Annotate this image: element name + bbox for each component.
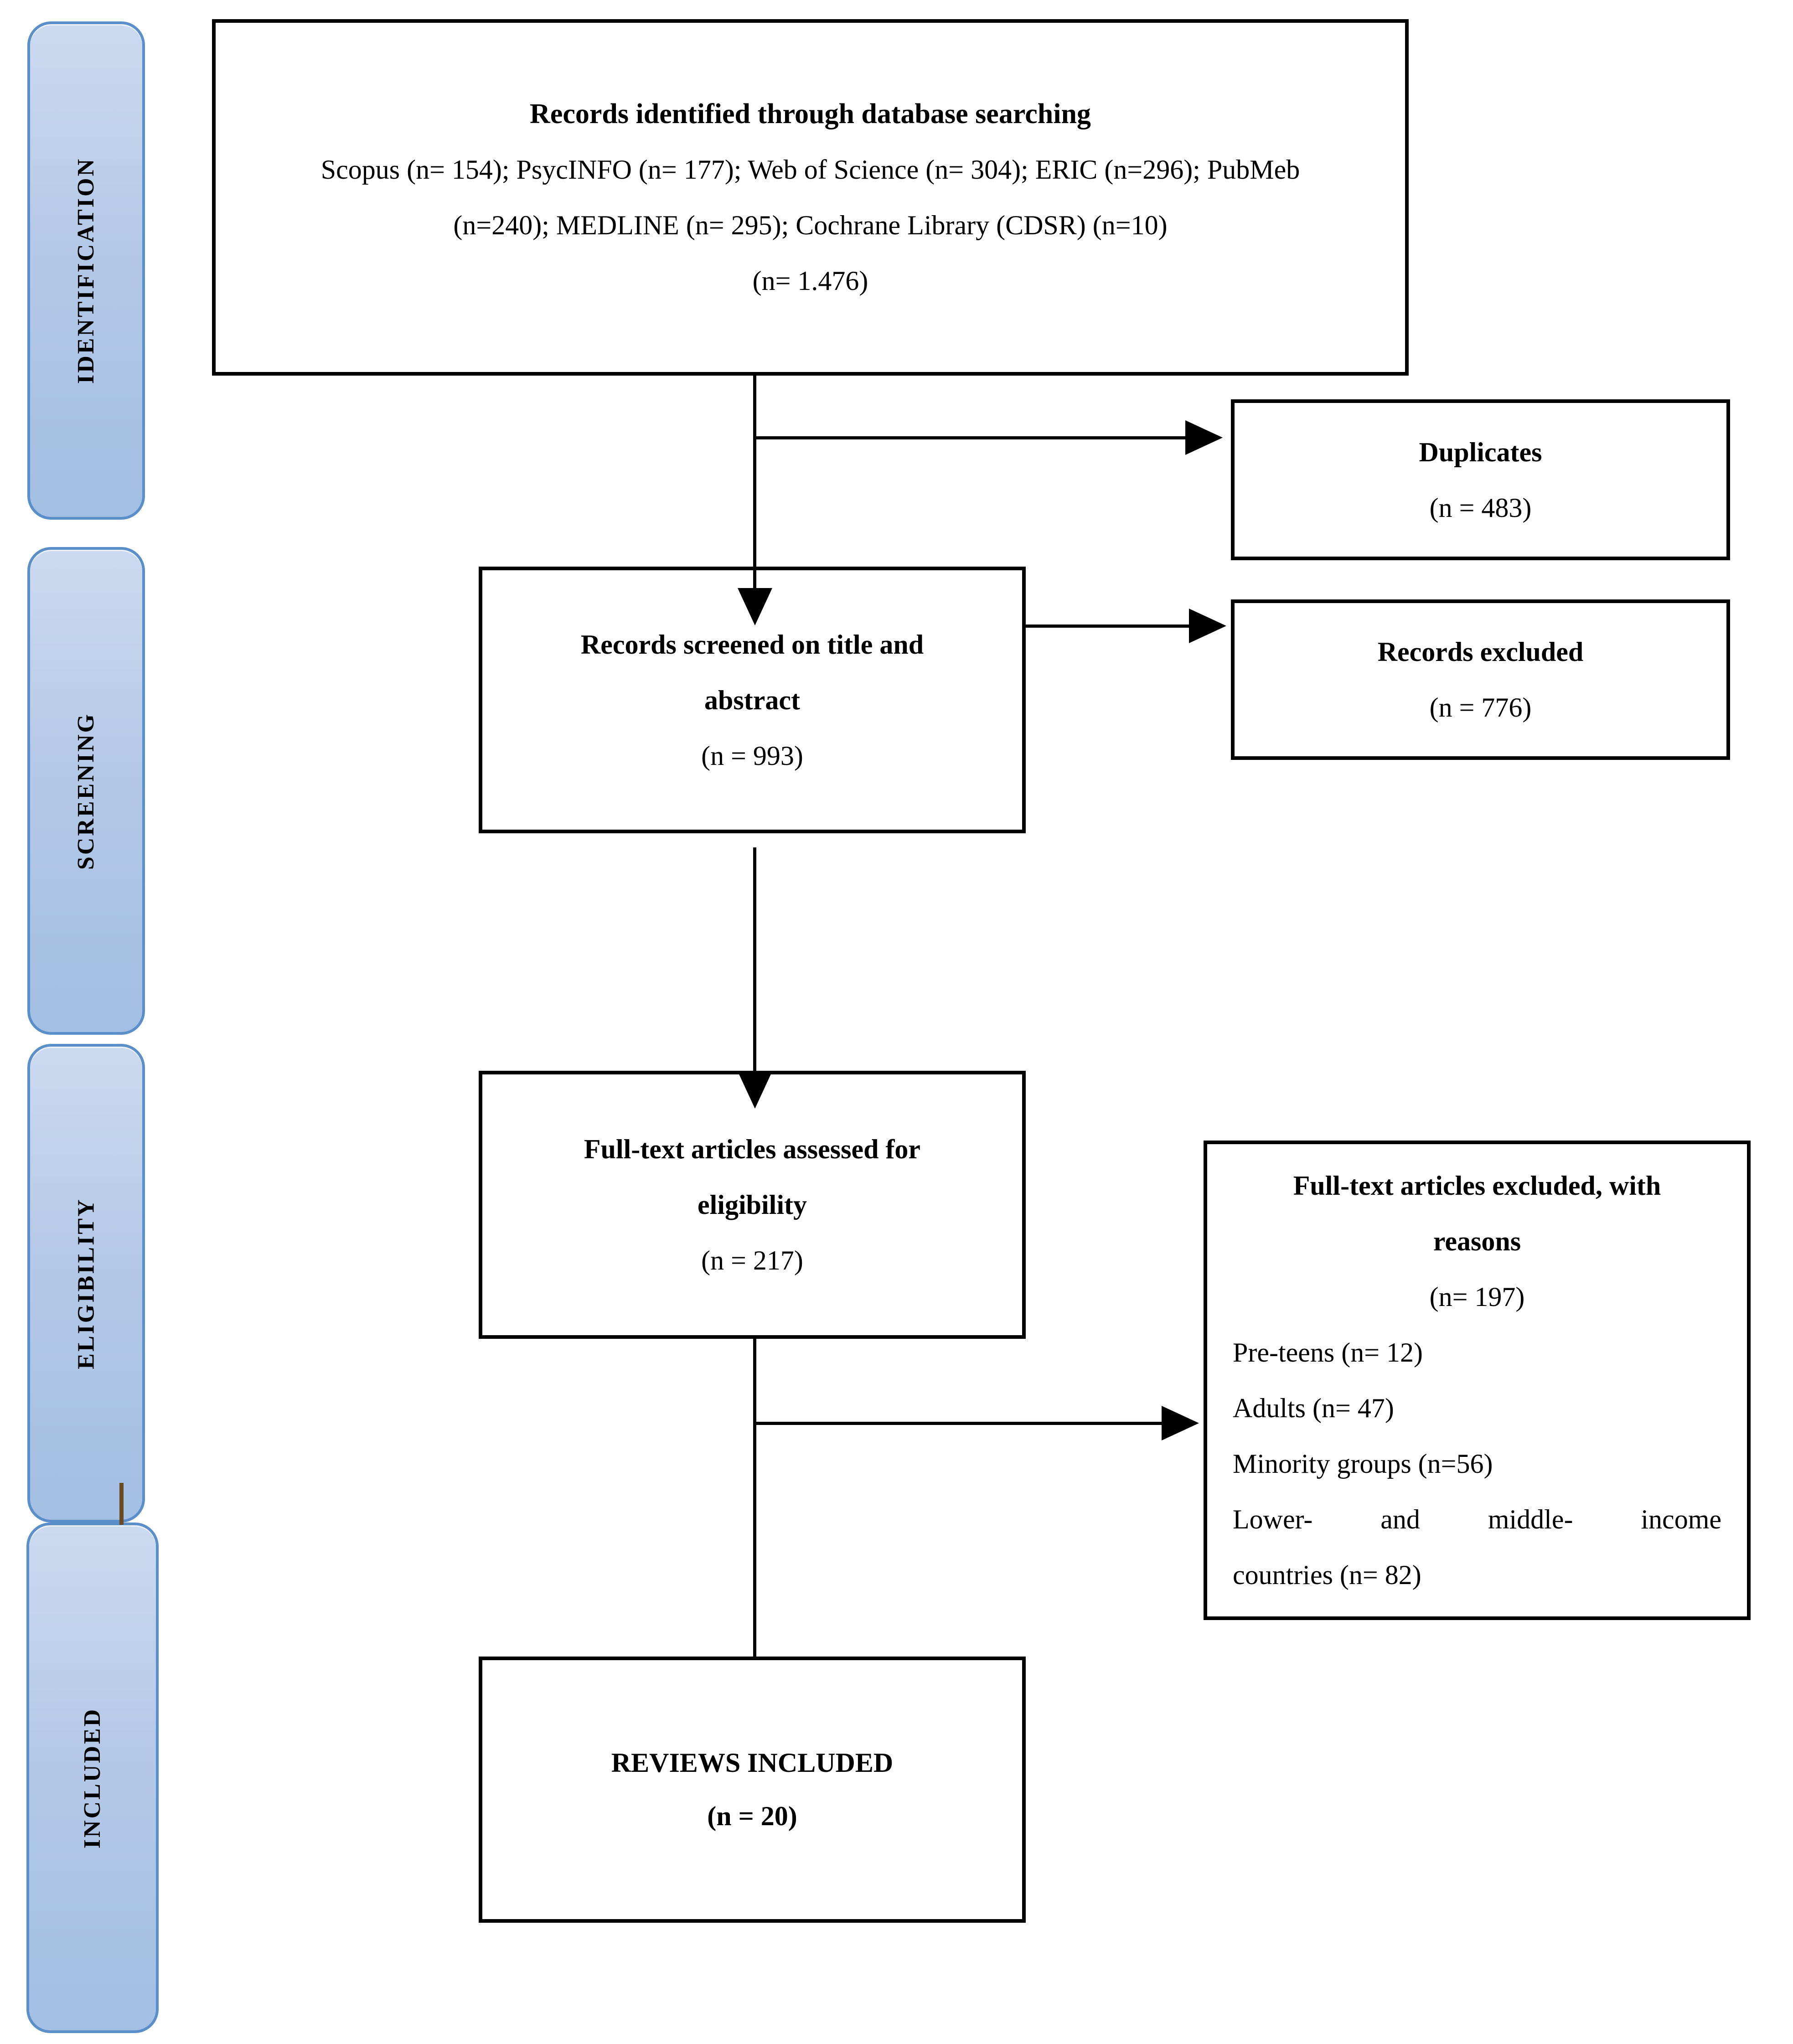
arrowhead-into-fulltext-excluded xyxy=(1162,1406,1199,1440)
records-excluded-title: Records excluded xyxy=(1377,637,1584,667)
connector-screened-to-fulltext xyxy=(753,847,756,1073)
records-identified-total-count: (n= 1.476) xyxy=(752,266,868,296)
records-identified-sources-line1: Scopus (n= 154); PsycINFO (n= 177); Web … xyxy=(320,155,1300,185)
fulltext-assessed-title-line1: Full-text articles assessed for xyxy=(584,1134,921,1164)
connector-fulltext-to-reviews xyxy=(753,1339,756,1659)
duplicates-count: (n = 483) xyxy=(1429,492,1532,523)
duplicates-title: Duplicates xyxy=(1419,437,1542,467)
records-excluded-count: (n = 776) xyxy=(1429,692,1532,723)
fulltext-assessed-title-line2: eligibility xyxy=(698,1190,807,1220)
connector-to-fulltext-excluded xyxy=(754,1422,1165,1425)
reviews-included-count: (n = 20) xyxy=(707,1801,797,1831)
reason-preteens: Pre-teens (n= 12) xyxy=(1233,1337,1423,1368)
stage-screening: SCREENING xyxy=(27,547,145,1035)
stage-identification-label: IDENTIFICATION xyxy=(73,157,99,384)
records-screened-count: (n = 993) xyxy=(701,740,803,771)
box-records-excluded: Records excluded (n = 776) xyxy=(1231,599,1730,760)
stage-eligibility: ELIGIBILITY xyxy=(27,1044,145,1523)
records-screened-title-line2: abstract xyxy=(704,685,800,715)
stage-identification: IDENTIFICATION xyxy=(27,21,145,520)
arrowhead-into-records-excluded xyxy=(1189,609,1226,643)
records-identified-sources-line2: (n=240); MEDLINE (n= 295); Cochrane Libr… xyxy=(453,210,1168,240)
stage-included: INCLUDED xyxy=(26,1523,159,2033)
connector-to-duplicates xyxy=(754,436,1215,439)
stage-included-label: INCLUDED xyxy=(79,1707,106,1848)
box-fulltext-excluded: Full-text articles excluded, with reason… xyxy=(1204,1141,1751,1620)
reason-adults: Adults (n= 47) xyxy=(1233,1393,1394,1423)
stage-divider-tick xyxy=(119,1483,124,1525)
stage-screening-label: SCREENING xyxy=(73,712,99,870)
reason-minority-groups: Minority groups (n=56) xyxy=(1233,1449,1493,1479)
reviews-included-title: REVIEWS INCLUDED xyxy=(611,1748,894,1778)
box-reviews-included: REVIEWS INCLUDED (n = 20) xyxy=(479,1657,1026,1923)
records-identified-title: Records identified through database sear… xyxy=(530,98,1091,129)
reason-lmic-line1: Lower- and middle- income xyxy=(1233,1504,1721,1534)
box-fulltext-assessed: Full-text articles assessed for eligibil… xyxy=(479,1071,1026,1339)
fulltext-excluded-title-line2: reasons xyxy=(1433,1226,1521,1256)
fulltext-excluded-title-line1: Full-text articles excluded, with xyxy=(1293,1171,1661,1201)
box-duplicates: Duplicates (n = 483) xyxy=(1231,399,1730,560)
fulltext-assessed-count: (n = 217) xyxy=(701,1245,803,1275)
connector-screened-to-excluded xyxy=(1026,625,1192,628)
arrowhead-into-screened xyxy=(738,588,772,625)
arrowhead-into-duplicates xyxy=(1185,420,1223,455)
reason-lmic-line2: countries (n= 82) xyxy=(1233,1560,1421,1590)
arrowhead-into-fulltext-assessed xyxy=(738,1071,772,1109)
fulltext-excluded-count: (n= 197) xyxy=(1429,1282,1525,1312)
fulltext-excluded-reasons: Pre-teens (n= 12) Adults (n= 47) Minorit… xyxy=(1207,1325,1747,1603)
box-records-identified: Records identified through database sear… xyxy=(212,19,1409,376)
connector-identified-to-screened xyxy=(753,376,756,590)
records-screened-title-line1: Records screened on title and xyxy=(580,629,924,660)
stage-eligibility-label: ELIGIBILITY xyxy=(73,1197,99,1369)
